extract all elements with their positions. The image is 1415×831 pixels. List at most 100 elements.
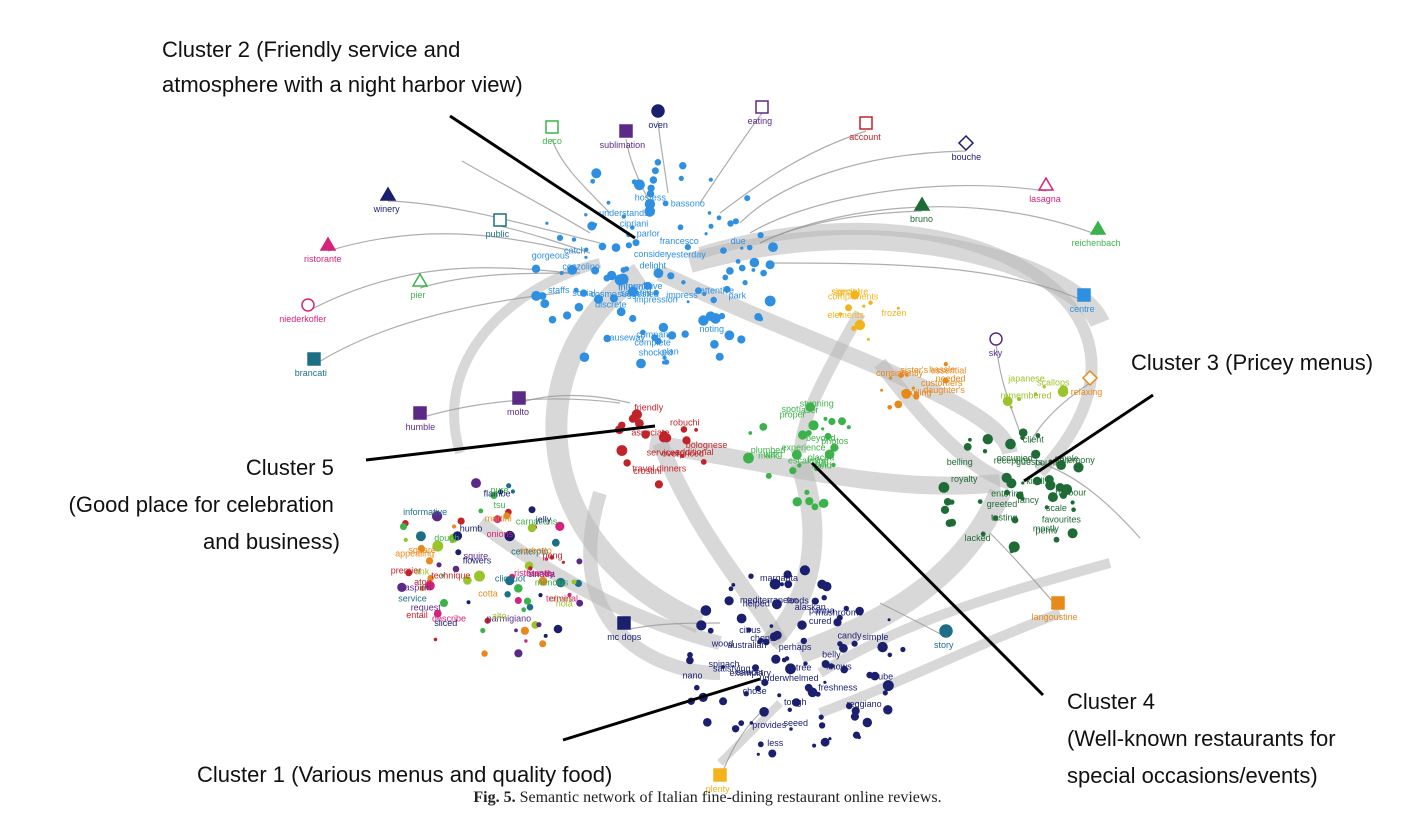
peripheral-node: brancati	[295, 352, 327, 378]
cluster2-node	[625, 242, 633, 249]
peripheral-node: bruno	[910, 196, 933, 224]
cluster1-node	[761, 678, 769, 687]
peripheral-node-marker	[413, 406, 427, 420]
peripheral-node-label: brancati	[295, 368, 327, 378]
cluster5-node	[628, 414, 638, 423]
cluster2-node	[574, 302, 584, 312]
lime-word: scallops	[1037, 378, 1070, 388]
cluster1-label-line: Cluster 1 (Various menus and quality foo…	[197, 762, 612, 787]
cluster1-word: margarita	[760, 573, 798, 583]
misc-word: technique	[431, 570, 470, 580]
cluster3-word: occupied	[997, 453, 1033, 463]
misc-word: request	[411, 603, 442, 613]
cluster3-node	[980, 531, 986, 537]
cluster2-node	[737, 335, 746, 344]
cluster2-node	[640, 329, 646, 336]
cluster1-word: exemplary	[730, 668, 772, 678]
misc-word: sliced	[434, 618, 457, 628]
cluster1-node	[851, 706, 860, 715]
cluster2-node	[667, 272, 675, 280]
cluster2-node	[579, 352, 590, 363]
cluster1-node	[828, 737, 832, 741]
cluster5-node	[682, 436, 691, 445]
peripheral-node: molto	[507, 391, 529, 417]
misc-word: onions	[487, 529, 514, 539]
misc-node	[504, 591, 511, 598]
cluster2-word: gorgeous	[532, 250, 570, 260]
cluster2-word: bassono	[671, 199, 705, 209]
misc-word: flowers	[463, 555, 492, 565]
misc-word: humb	[460, 524, 483, 534]
cluster2-node	[573, 287, 579, 293]
cluster2-node	[580, 289, 588, 297]
cluster2-word: staffs	[548, 285, 570, 295]
misc-node	[526, 603, 534, 611]
cluster1-word: mushrooms	[816, 607, 864, 617]
misc-word: cotta	[478, 588, 498, 598]
misc-node	[397, 582, 407, 593]
cluster4-label-line: (Well-known restaurants for	[1067, 726, 1336, 751]
cluster1-node	[900, 646, 906, 653]
misc-node	[474, 570, 485, 582]
cluster2-node	[677, 224, 684, 231]
cluster1-node	[746, 627, 752, 633]
cluster2-node	[620, 267, 627, 273]
cluster2-node	[727, 220, 734, 227]
cluster3-node	[963, 443, 972, 451]
cluster3-node	[1053, 536, 1060, 543]
cluster1-node	[759, 707, 769, 717]
misc-node	[524, 639, 528, 643]
peripheral-node-marker	[617, 616, 631, 630]
peripheral-node: eating	[748, 100, 772, 126]
peripheral-node: sublimation	[600, 124, 645, 150]
peripheral-node: mc dops	[607, 616, 642, 642]
cluster2-node	[708, 223, 714, 229]
misc-node	[528, 506, 536, 514]
cluster2-node	[591, 168, 602, 179]
cluster2-node	[698, 315, 709, 326]
cluster3-node	[1056, 460, 1066, 470]
cluster4-word: beyond	[806, 433, 836, 443]
peripheral-node-marker	[1077, 288, 1091, 302]
cluster1-word: less	[767, 738, 784, 748]
misc-node	[490, 491, 498, 499]
misc-node	[543, 633, 548, 638]
misc-node	[433, 609, 442, 618]
orange-node	[942, 377, 949, 384]
cluster3-label: Cluster 3 (Pricey menus)	[1131, 350, 1373, 375]
cluster3-node	[1055, 483, 1065, 492]
cluster4-word: spot	[782, 404, 800, 414]
misc-node-cloud: describerequestcottatsuslicedpengnolacen…	[391, 478, 584, 658]
lime-word: remembered	[1001, 390, 1052, 400]
cluster4-node	[830, 443, 839, 452]
misc-node	[574, 579, 583, 588]
cluster3-node	[1044, 475, 1054, 484]
misc-node	[441, 574, 445, 577]
cluster1-node	[817, 579, 827, 589]
cluster1-node	[700, 605, 712, 616]
cluster2-node	[548, 315, 557, 324]
cluster4-word: escalating	[788, 455, 829, 465]
cluster1-node	[845, 702, 853, 710]
misc-word: aspirin	[405, 582, 432, 592]
peripheral-node: niederkofler	[279, 298, 326, 324]
misc-word: premier	[391, 566, 422, 576]
misc-word: sinatra	[528, 569, 555, 579]
cluster2-node	[630, 225, 635, 230]
cluster1-node	[843, 605, 849, 612]
cluster5-node	[616, 445, 628, 456]
cluster1-word: candy	[838, 630, 863, 640]
cluster4-node	[798, 430, 808, 440]
misc-word: clicquot	[495, 574, 526, 584]
cluster4-word: placed	[808, 453, 835, 463]
cluster1-node-cloud: mushroomsalaskanaustraliancuredmediterra…	[683, 565, 906, 758]
cluster1-node	[724, 596, 734, 606]
cluster5-label-line: (Good place for celebration	[69, 492, 334, 517]
cluster2-node	[609, 294, 619, 303]
cluster2-word: causeway	[605, 332, 646, 342]
peripheral-node: deco	[542, 120, 562, 146]
cluster3-node	[1032, 476, 1042, 486]
cluster2-node	[735, 259, 741, 264]
cluster1-word: underwhelmed	[760, 673, 819, 683]
cluster1-word: seeed	[784, 718, 809, 728]
